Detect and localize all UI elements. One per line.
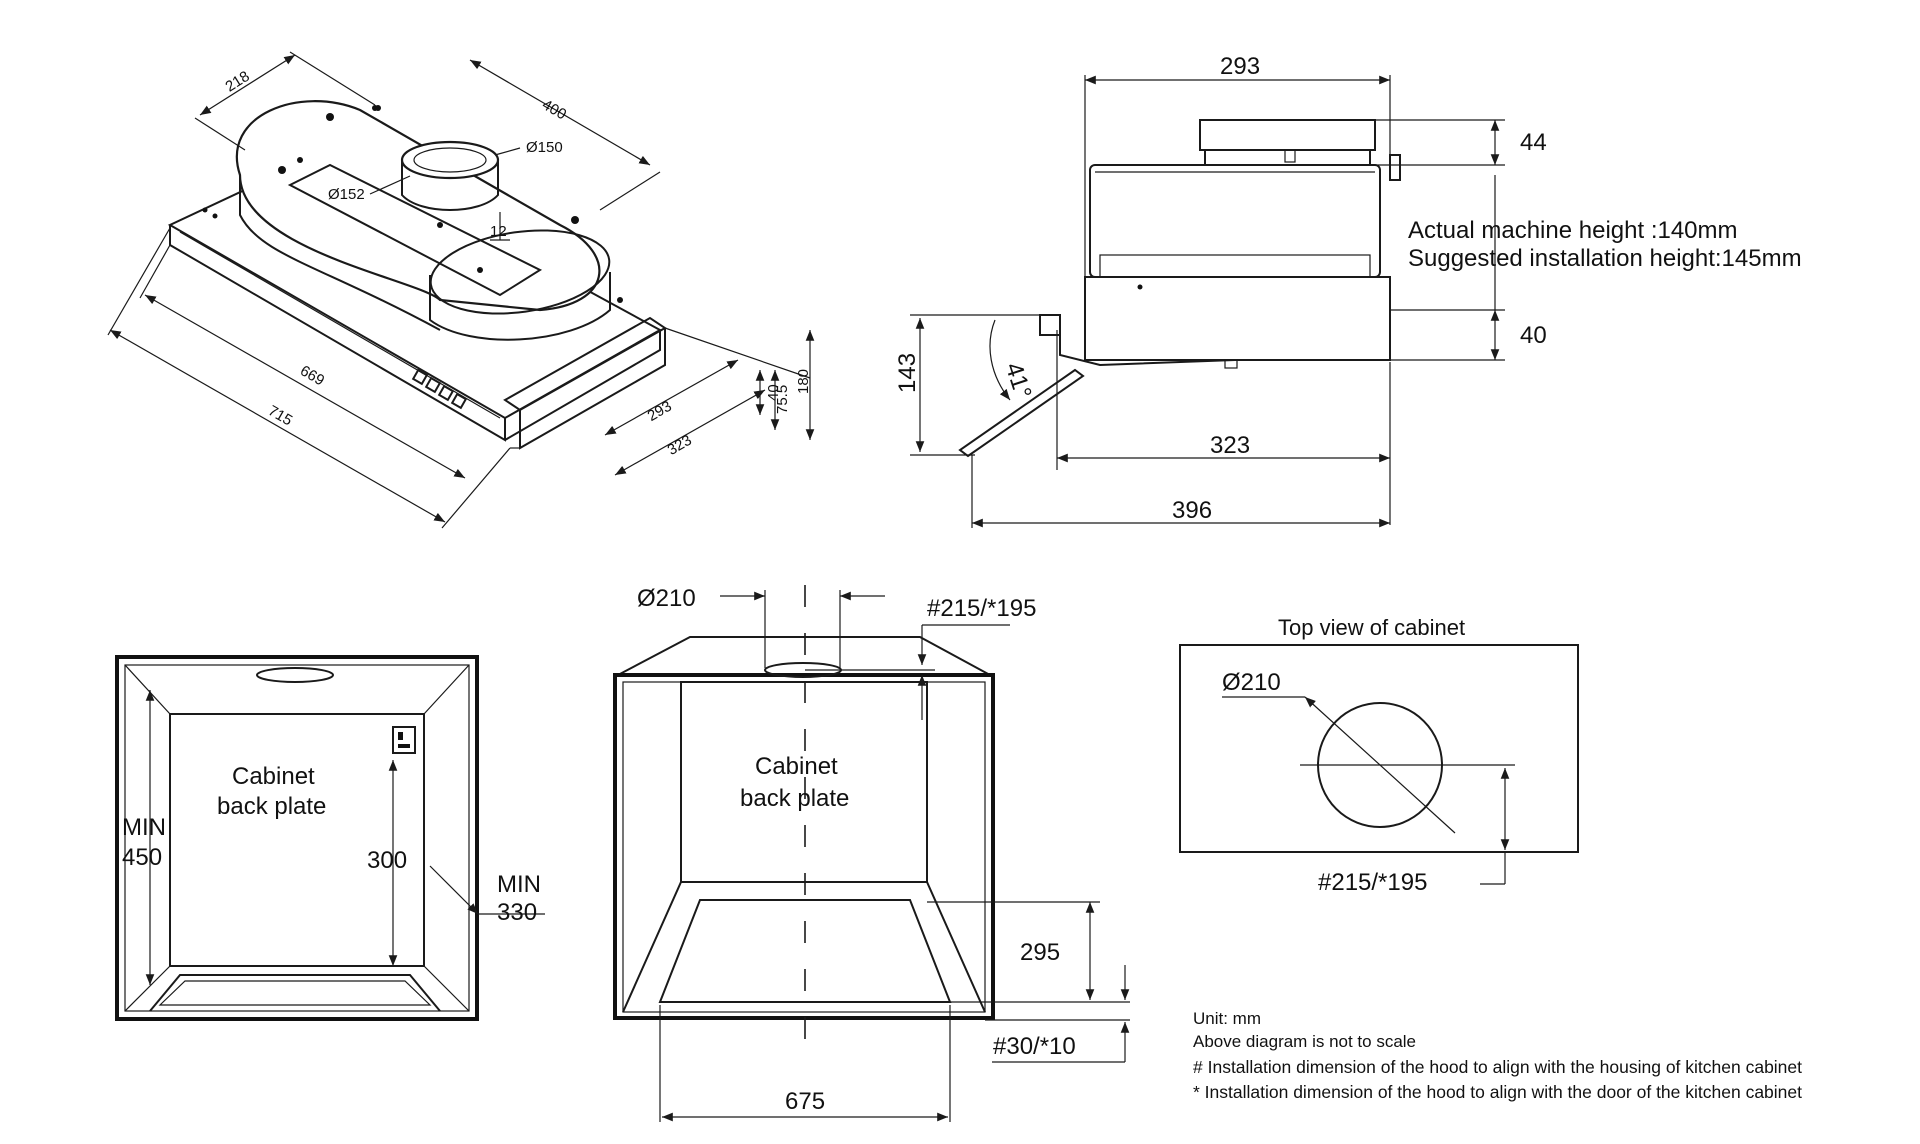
side-angle-41: 41° xyxy=(1000,359,1037,402)
side-dim-293-top: 293 xyxy=(1220,53,1260,80)
iso-dim-400: 400 xyxy=(539,96,569,123)
cabinet-outer-frame xyxy=(115,655,479,1021)
section-label-line1: Cabinet xyxy=(755,753,838,780)
side-base xyxy=(1084,276,1391,361)
side-dim-40: 40 xyxy=(1520,322,1547,349)
iso-dim-218: 218 xyxy=(222,68,252,96)
note-scale: Above diagram is not to scale xyxy=(1193,1032,1416,1051)
note-unit: Unit: mm xyxy=(1193,1009,1261,1028)
section-back-plate xyxy=(680,681,928,883)
iso-screw-holes xyxy=(202,105,623,303)
side-note-suggested-height: Suggested installation height:145mm xyxy=(1408,245,1802,272)
section-dim-215-195: #215/*195 xyxy=(927,595,1036,622)
side-dim-44: 44 xyxy=(1520,129,1547,156)
side-dim-143: 143 xyxy=(894,353,921,393)
cabinet-section-view: Ø210 #215/*195 Cabinet back plate 295 #3… xyxy=(613,585,1130,1122)
cabinet-back-plate xyxy=(169,713,425,967)
side-housing xyxy=(1089,164,1381,278)
side-note-actual-height: Actual machine height :140mm xyxy=(1408,217,1738,244)
iso-dim-669: 669 xyxy=(297,362,327,389)
section-dim-675: 675 xyxy=(785,1088,825,1115)
iso-dim-152: Ø152 xyxy=(328,186,365,203)
top-view-title: Top view of cabinet xyxy=(1278,615,1465,640)
cabinet-left-label-line1: Cabinet xyxy=(232,763,315,790)
side-dim-396: 396 xyxy=(1172,497,1212,524)
cabinet-min-450: 450 xyxy=(122,844,162,871)
cabinet-min-330: 330 xyxy=(497,899,537,926)
iso-dim-12: 12 xyxy=(490,223,507,240)
cabinet-min-label: MIN xyxy=(122,814,166,841)
notes-block: Unit: mm Above diagram is not to scale #… xyxy=(1193,1009,1802,1102)
top-view-dia-210: Ø210 xyxy=(1222,669,1281,696)
section-cabinet-frame xyxy=(613,673,995,1020)
section-dim-30-10: #30/*10 xyxy=(993,1033,1076,1060)
side-visor xyxy=(958,368,1085,458)
iso-dim-75-5: 75.5 xyxy=(774,385,791,414)
section-label-line2: back plate xyxy=(740,785,849,812)
iso-dim-180: 180 xyxy=(795,369,812,394)
iso-dim-715: 715 xyxy=(265,402,295,429)
cabinet-min330-label: MIN xyxy=(497,871,541,898)
iso-dim-323: 323 xyxy=(665,432,695,459)
iso-base-side xyxy=(504,330,661,441)
iso-visor xyxy=(503,316,667,412)
iso-top-plate xyxy=(287,163,543,297)
iso-dim-293: 293 xyxy=(645,398,675,425)
top-view-outline xyxy=(1179,644,1579,853)
iso-dim-150: Ø150 xyxy=(526,139,563,156)
cabinet-duct-hole xyxy=(256,667,334,683)
side-motor-cap xyxy=(1199,119,1376,151)
note-hash: # Installation dimension of the hood to … xyxy=(1193,1057,1802,1077)
note-star: * Installation dimension of the hood to … xyxy=(1193,1082,1802,1102)
isometric-view: 218 400 Ø150 Ø152 12 669 715 293 323 40 … xyxy=(107,51,815,529)
side-view: 293 44 40 Actual machine height :140mm S… xyxy=(894,53,1802,528)
side-dim-323: 323 xyxy=(1210,432,1250,459)
cabinet-hood-opening xyxy=(149,974,441,1012)
power-socket-icon xyxy=(392,726,416,754)
section-dia-210: Ø210 xyxy=(637,585,696,612)
section-dim-295: 295 xyxy=(1020,939,1060,966)
cabinet-front-view: Cabinet back plate MIN 450 300 MIN 330 xyxy=(115,655,545,1021)
top-view-dim-215-195: #215/*195 xyxy=(1318,869,1427,896)
section-top-perspective xyxy=(617,636,991,676)
top-view-cabinet: Top view of cabinet Ø210 #215/*195 xyxy=(1179,615,1579,896)
cabinet-dim-300: 300 xyxy=(367,847,407,874)
cabinet-left-label-line2: back plate xyxy=(217,793,326,820)
